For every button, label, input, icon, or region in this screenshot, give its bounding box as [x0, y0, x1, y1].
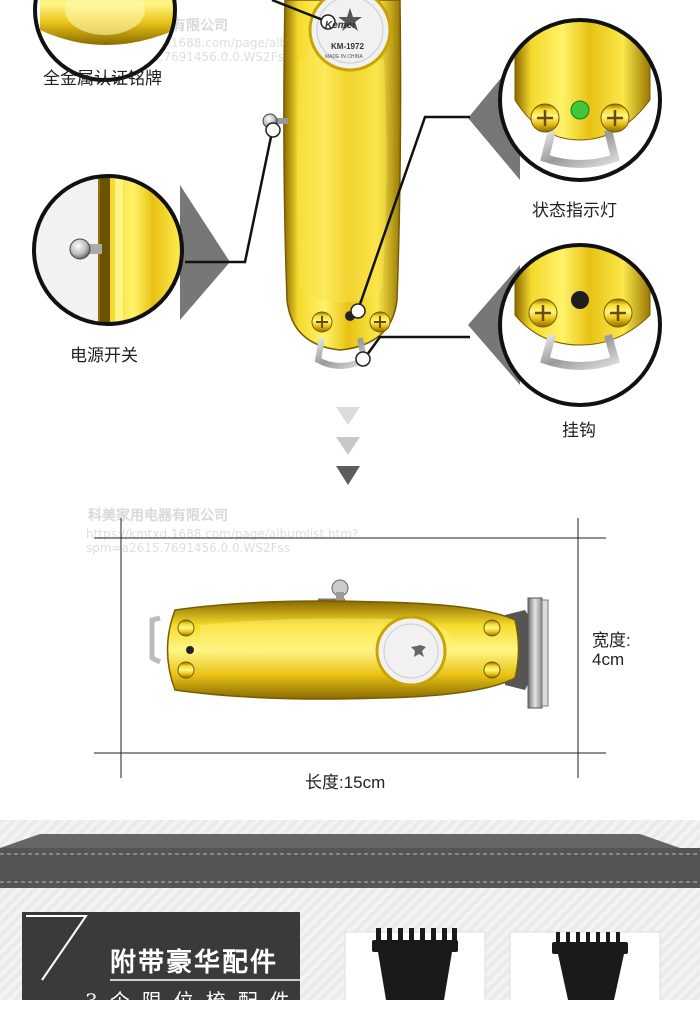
watermark-url-line2: spm=a2615.7691456.0.0.WS2Fss — [86, 541, 290, 555]
emblem-model: KM-1972 — [331, 42, 364, 51]
zoom-circle-status-light — [498, 18, 662, 182]
clipper-body-horizontal — [149, 579, 549, 709]
callout-lines — [185, 0, 470, 360]
callout-label-nameplate: 全金属认证铭牌 — [43, 69, 162, 89]
length-label: 长度:15cm — [305, 773, 386, 792]
clipper-feature-diagram — [32, 0, 662, 485]
width-label: 宽度: — [592, 631, 631, 650]
accessories-section — [0, 820, 700, 1000]
accessories-title-panel — [22, 912, 300, 1000]
comb-guard-icon — [552, 932, 628, 1000]
width-value: 4cm — [592, 650, 625, 669]
zoom-circle-hook — [498, 243, 662, 407]
emblem-brand: Kemei — [325, 20, 356, 31]
emblem-origin: MADE IN CHINA — [325, 54, 363, 60]
callout-dots — [265, 14, 371, 367]
watermark-company: 科美家用电器有限公司 — [88, 508, 228, 524]
callout-label-status-light: 状态指示灯 — [532, 201, 617, 221]
down-arrow-icon — [336, 437, 360, 455]
down-arrow-icon — [336, 466, 360, 485]
magnifier-cone-switch — [180, 185, 230, 320]
down-arrow-icon — [336, 407, 360, 425]
dark-band — [0, 848, 700, 888]
callout-label-hook: 挂钩 — [562, 421, 596, 441]
callout-label-power-switch: 电源开关 — [70, 346, 138, 366]
comb-guard-icon — [372, 928, 458, 1000]
zoom-circle-power-switch — [32, 174, 184, 326]
status-indicator-led — [570, 100, 590, 120]
accessories-title: 附带豪华配件 — [110, 948, 279, 978]
clipper-size-diagram — [94, 518, 606, 778]
